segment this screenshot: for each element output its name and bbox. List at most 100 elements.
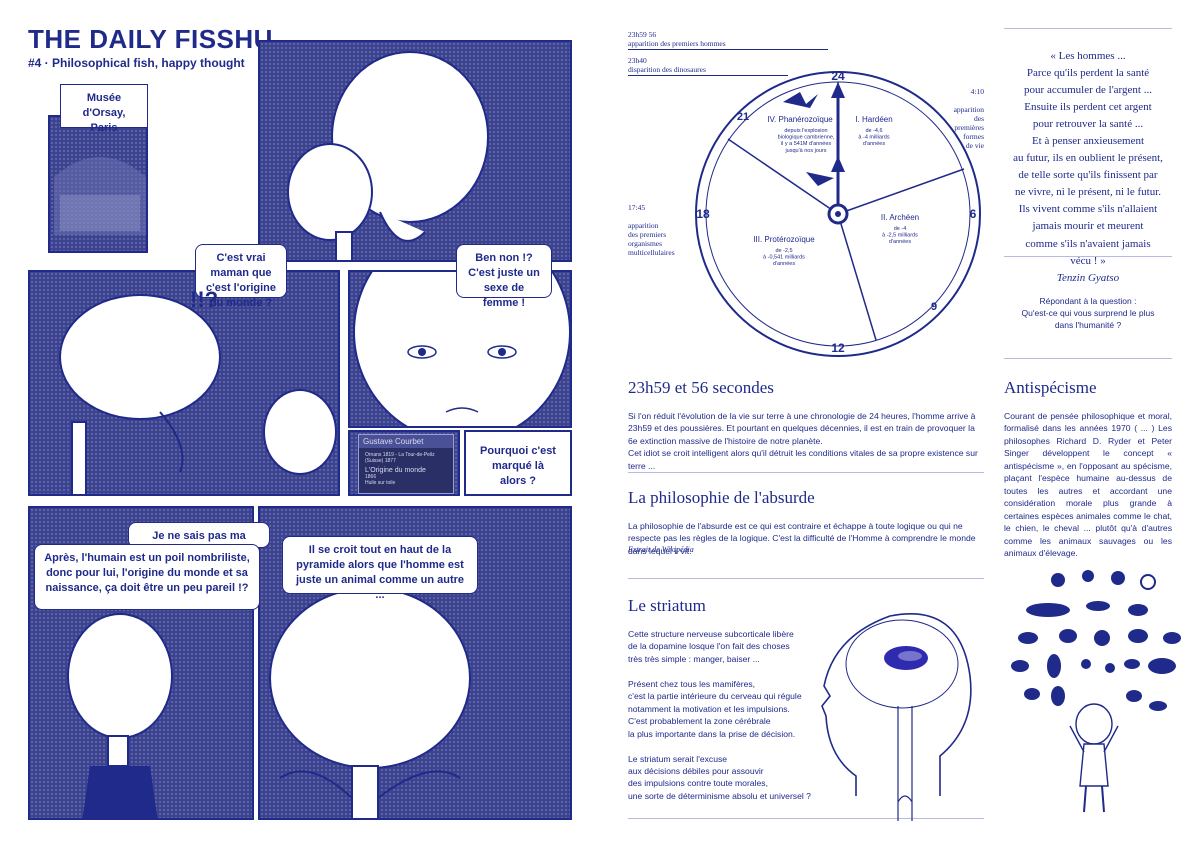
annotation-dinos-text: disparition des dinosaures [628, 65, 706, 74]
bird-icon [1051, 686, 1065, 706]
quote-context: Répondant à la question : Qu'est-ce qui … [1021, 296, 1155, 330]
section-absurde-body: La philosophie de l'absurde est ce qui e… [628, 521, 976, 556]
plaque-medium: Huile sur toile [365, 480, 396, 486]
panel-heads [258, 40, 572, 262]
animal-icon [1051, 573, 1065, 587]
animal-icon [1011, 660, 1029, 672]
animal-icon [1081, 659, 1091, 669]
spiral-icon [1140, 574, 1156, 590]
animal-icon [1126, 690, 1142, 702]
bottom-left-illustration [67, 613, 173, 818]
animals-illustration [1011, 570, 1181, 813]
clock-hub-center [835, 211, 841, 217]
hour-21: 21 [737, 111, 749, 123]
quote-rule-top [1004, 28, 1172, 29]
bubble-pourquoi: Pourquoi c'est marqué là alors ? [470, 438, 566, 490]
brain-head-illustration [821, 612, 972, 821]
comic-title: THE DAILY FISSHU [28, 24, 273, 54]
bubble-maman: C'est vrai maman que c'est l'origine du … [195, 244, 287, 309]
annotation-hommes-time: 23h59 56 [628, 30, 657, 39]
animal-icon [1111, 571, 1125, 585]
section-rule-1 [628, 472, 984, 473]
section-antispecisme-title: Antispécisme [1004, 378, 1097, 397]
caption-location: Musée d'Orsay, Paris [60, 84, 148, 134]
animal-icon [1082, 570, 1094, 582]
urchin-icon [1094, 630, 1110, 646]
annotation-hommes: 23h59 56 apparition des premiers hommes [628, 30, 726, 48]
exclaim-mark: !!? [190, 287, 219, 312]
plaque-title: L'Origine du monde [365, 467, 426, 474]
eon-proterozoique-name: III. Protérozoïque [753, 235, 815, 244]
annotation-vie-time: 4:10 [970, 87, 984, 96]
section-antispecisme-body: Courant de pensée philosophique et moral… [1004, 411, 1172, 558]
animal-icon [1163, 632, 1181, 644]
annotation-multi: 17:45 apparition des premiers organismes… [628, 194, 708, 266]
museum-plaque: Gustave Courbet Ornans 1819 - La Tour-de… [358, 434, 454, 494]
quote-text: « Les hommes ... Parce qu'ils perdent la… [1013, 50, 1163, 267]
scorpion-icon [1149, 701, 1167, 711]
quote-author: Tenzin Gyatso [1056, 272, 1120, 284]
plaque-meta: Ornans 1819 - La Tour-de-Peilz (Suisse) … [365, 452, 435, 464]
striatum-icon [884, 646, 928, 670]
person-head [1075, 703, 1113, 745]
section-rule-2 [628, 578, 984, 579]
eon-hadeen-name: I. Hardéen [855, 115, 892, 124]
person-legs [1083, 785, 1105, 813]
annotation-vie-text: apparition des premières formes de vie [953, 105, 984, 150]
animal-icon [1105, 663, 1115, 673]
section-23h59-title: 23h59 et 56 secondes [628, 378, 774, 397]
hour-6: 6 [970, 207, 977, 221]
hour-24: 24 [831, 69, 845, 83]
bottom-right-illustration [269, 587, 471, 818]
fish-icon [1086, 601, 1110, 611]
annotation-multi-text: apparition des premiers organismes multi… [628, 221, 675, 257]
section-striatum-body: Cette structure nerveuse subcorticale li… [628, 629, 811, 801]
clock-hand-long-arrow [831, 82, 845, 98]
bird-icon [1128, 604, 1148, 616]
person-body [1079, 743, 1109, 787]
whale-icon [1026, 603, 1070, 617]
hour-9: 9 [931, 301, 937, 313]
sector-line-proterozoique [837, 213, 877, 341]
animal-icon [1059, 629, 1077, 643]
quote-rule-bottom [1004, 358, 1172, 359]
hour-12: 12 [831, 341, 845, 355]
eon-phanerozoique-name: IV. Phanérozoïque [767, 115, 833, 124]
comic-subtitle: #4 · Philosophical fish, happy thought [28, 56, 245, 70]
bubble-pyramide: Il se croit tout en haut de la pyramide … [282, 536, 478, 601]
animal-icon [1128, 629, 1148, 643]
animal-icon [1024, 688, 1040, 700]
clock-hand-short-arrow [831, 156, 845, 172]
sector-line-phanerozoique [727, 138, 839, 215]
annotation-dinos-line [628, 75, 788, 76]
section-absurde-source: Extrait de Wikipédia [628, 545, 694, 554]
plaque-year: 1866 [365, 474, 377, 480]
bubble-sexe: Ben non !? C'est juste un sexe de femme … [456, 244, 552, 309]
annotation-dinos-time: 23h40 [628, 56, 647, 65]
pterodactyl-icon [783, 92, 818, 108]
crab-icon [1124, 659, 1140, 669]
palm-icon [1047, 654, 1061, 678]
quote-rule-mid [1004, 256, 1172, 257]
annotation-multi-time: 17:45 [628, 203, 646, 212]
heads-illustration [287, 51, 489, 260]
turtle-icon [1018, 632, 1038, 644]
section-23h59-body: Si l'on réduit l'évolution de la vie sur… [628, 411, 978, 471]
mother-child-illustration [59, 294, 337, 494]
annotation-vie: 4:10 apparition des premières formes de … [920, 78, 984, 159]
closeup-illustration [353, 272, 570, 426]
eon-archeen-name: II. Archéen [881, 213, 919, 222]
annotation-dinos: 23h40 disparition des dinosaures [628, 56, 706, 74]
plaque-artist: Gustave Courbet [359, 435, 453, 448]
section-rule-3 [628, 818, 984, 819]
annotation-hommes-line [628, 49, 828, 50]
hour-18: 18 [696, 207, 710, 221]
bubble-nombriliste: Après, l'humain est un poil nombriliste,… [34, 544, 260, 610]
bull-icon [1148, 658, 1176, 674]
section-striatum-title: Le striatum [628, 596, 706, 615]
bird-icon [806, 172, 834, 186]
